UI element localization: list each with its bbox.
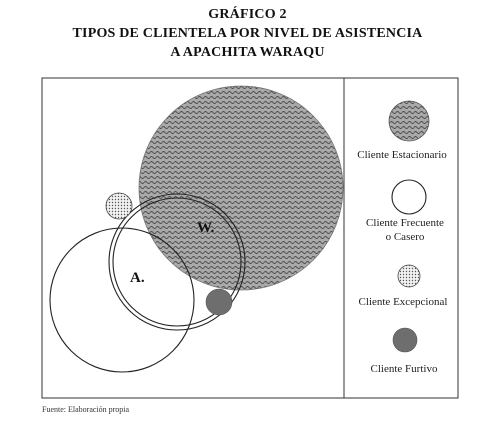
legend-exceptional-icon: [397, 264, 421, 288]
region-label-w: W.: [197, 220, 215, 236]
legend-label-stationary: Cliente Estacionario: [357, 149, 447, 161]
figure-title: TIPOS DE CLIENTELA POR NIVEL DE ASISTENC…: [72, 26, 423, 41]
legend-frequent-icon: [391, 179, 427, 215]
diagram-area: [49, 85, 344, 373]
exceptional-client-circle: [105, 192, 133, 220]
legend-label-frequent-line2: o Casero: [386, 231, 425, 243]
frequent-client-outer-ring: [108, 193, 246, 331]
frequent-client-inner-ring: [112, 197, 242, 327]
source-note: Fuente: Elaboración propia: [42, 405, 130, 414]
figure-subtitle: A APACHITA WARAQU: [170, 45, 325, 60]
figure-number: GRÁFICO 2: [208, 7, 287, 22]
legend-stationary-icon: [388, 100, 430, 142]
stationary-client-circle: [138, 85, 344, 291]
legend-label-furtive: Cliente Furtivo: [371, 363, 438, 375]
legend-furtive-icon: [392, 327, 418, 353]
legend-label-frequent-line1: Cliente Frecuente: [366, 217, 444, 229]
furtive-client-circle: [205, 288, 233, 316]
region-label-a: A.: [130, 270, 145, 286]
outer-frame: [41, 77, 459, 399]
legend-label-exceptional: Cliente Excepcional: [359, 296, 448, 308]
casual-client-circle: [49, 227, 195, 373]
